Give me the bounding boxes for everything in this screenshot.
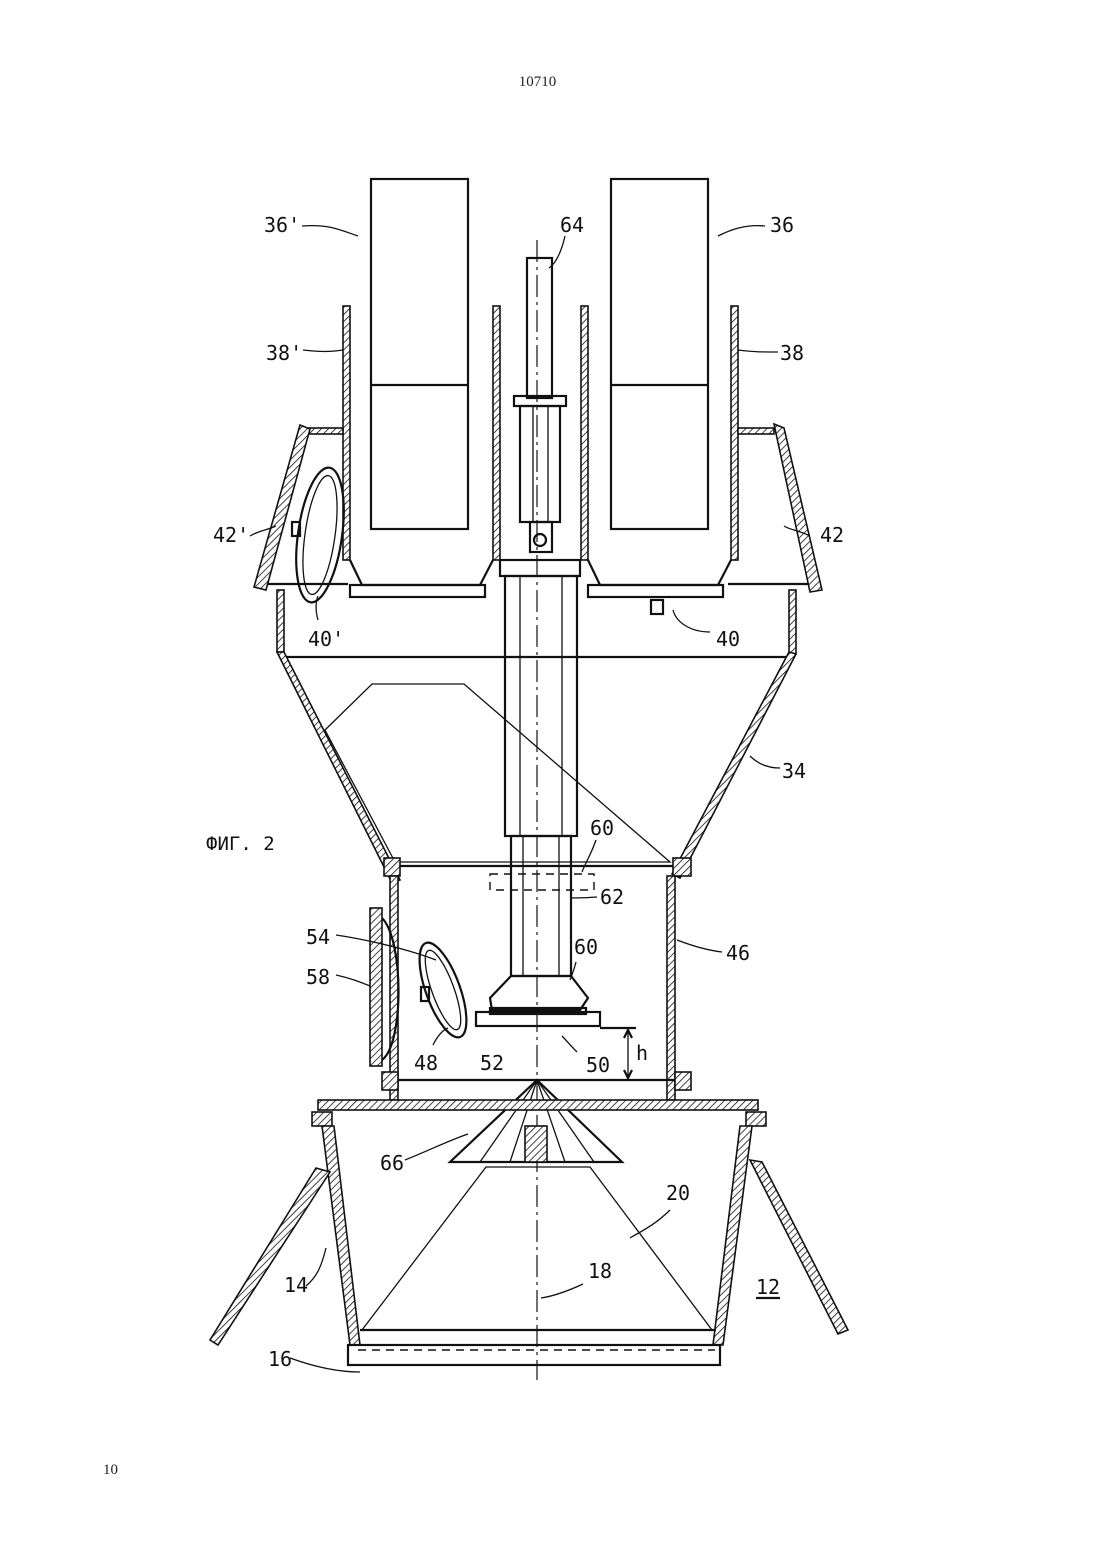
label-42: 42 [820,523,844,547]
sleeve-38-right [581,306,738,614]
label-48: 48 [414,1051,438,1075]
label-14: 14 [284,1273,308,1297]
container-36-left [371,179,468,529]
label-20: 20 [666,1181,690,1205]
label-50: 50 [586,1053,610,1077]
label-60-upper: 60 [590,816,614,840]
lid-42-right [774,424,822,592]
label-64: 64 [560,213,584,237]
label-12: 12 [756,1275,780,1299]
support-legs [210,1160,848,1345]
label-18: 18 [588,1259,612,1283]
label-60-lower: 60 [574,935,598,959]
label-16: 16 [268,1347,292,1371]
label-40-prime: 40' [308,627,344,651]
label-38-prime: 38' [266,341,302,365]
lid-42-left [254,425,310,590]
figure-caption: ФИГ. 2 [206,833,275,855]
label-46: 46 [726,941,750,965]
label-58: 58 [306,965,330,989]
label-34: 34 [782,759,806,783]
label-36: 36 [770,213,794,237]
label-36-prime: 36' [264,213,300,237]
valve-48 [410,937,476,1043]
sleeve-38-left [343,306,500,597]
label-52: 52 [480,1051,504,1075]
label-42-prime: 42' [213,523,249,547]
label-66: 66 [380,1151,404,1175]
label-40: 40 [716,627,740,651]
deflector-66 [450,1080,622,1162]
label-38: 38 [780,341,804,365]
container-36-right [611,179,708,529]
label-62: 62 [600,885,624,909]
label-54: 54 [306,925,330,949]
label-h: h [636,1041,648,1065]
